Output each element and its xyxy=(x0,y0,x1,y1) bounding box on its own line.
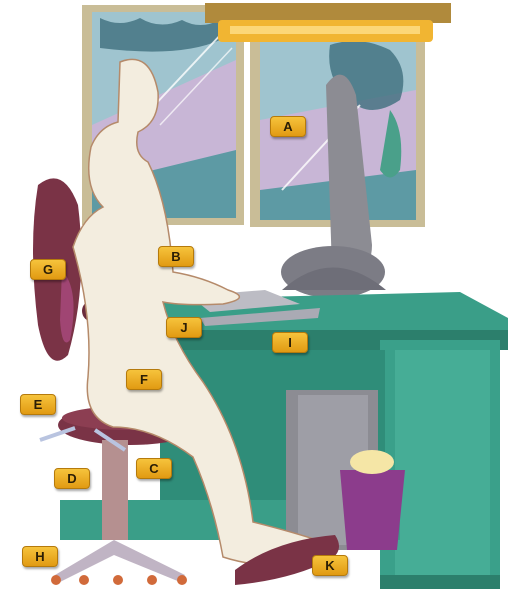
callout-d: D xyxy=(54,468,90,489)
callout-b: B xyxy=(158,246,194,267)
ceiling-lamp xyxy=(205,3,451,42)
callout-e: E xyxy=(20,394,56,415)
callout-g: G xyxy=(30,259,66,280)
callout-i: I xyxy=(272,332,308,353)
callout-k: K xyxy=(312,555,348,576)
callout-c: C xyxy=(136,458,172,479)
callout-f: F xyxy=(126,369,162,390)
callout-j: J xyxy=(166,317,202,338)
callout-h: H xyxy=(22,546,58,567)
callout-a: A xyxy=(270,116,306,137)
